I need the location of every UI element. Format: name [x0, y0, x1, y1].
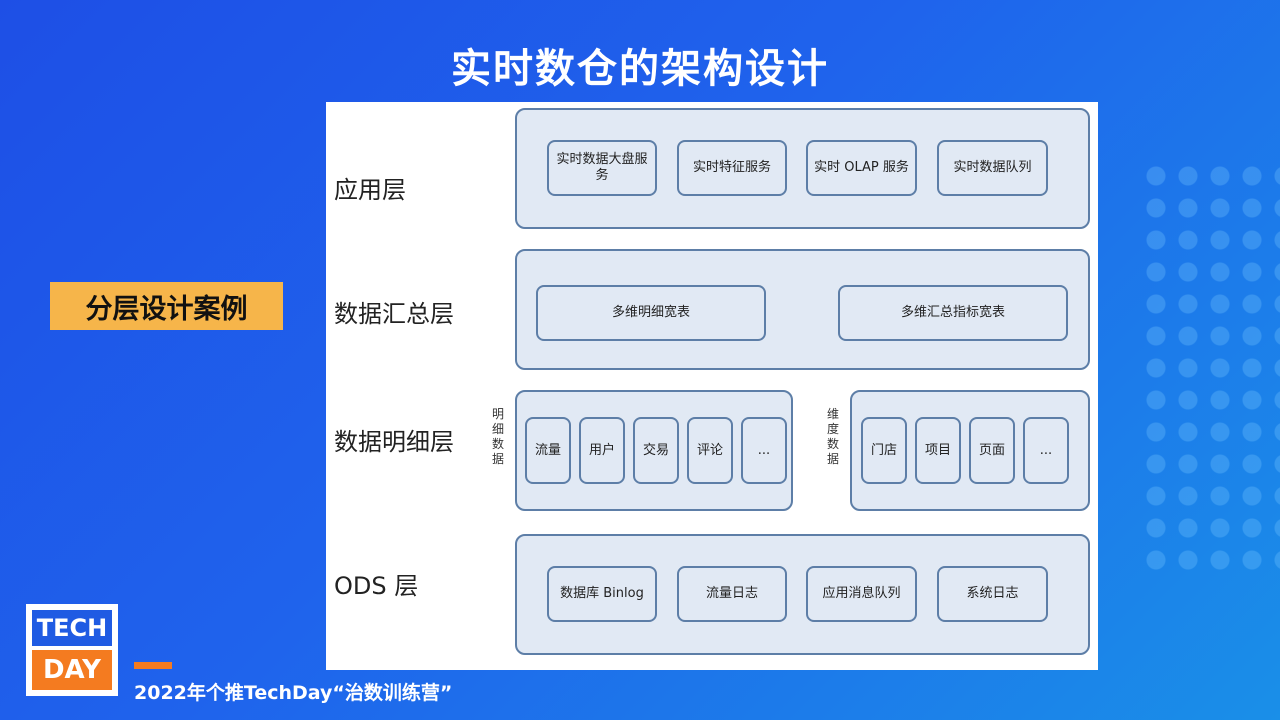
app-item: 实时 OLAP 服务	[806, 140, 917, 196]
app-layer-name: 应用层	[334, 176, 406, 204]
summary-item: 多维汇总指标宽表	[838, 285, 1068, 341]
decorative-dots	[1140, 160, 1280, 580]
ods-item: 系统日志	[937, 566, 1048, 622]
slide-title: 实时数仓的架构设计	[451, 46, 829, 92]
logo-tech-text: TECH	[32, 610, 112, 646]
app-item: 实时特征服务	[677, 140, 787, 196]
detail-item: ...	[741, 417, 787, 484]
app-item: 实时数据大盘服务	[547, 140, 657, 196]
detail-item: 交易	[633, 417, 679, 484]
techday-logo: TECH DAY	[26, 604, 118, 696]
architecture-diagram: 应用层 实时数据大盘服务 实时特征服务 实时 OLAP 服务 实时数据队列 数据…	[326, 102, 1098, 670]
detail-item: 评论	[687, 417, 733, 484]
dimension-item: 项目	[915, 417, 961, 484]
case-label: 分层设计案例	[50, 282, 283, 330]
detail-item: 用户	[579, 417, 625, 484]
ods-item: 应用消息队列	[806, 566, 917, 622]
dimension-item: ...	[1023, 417, 1069, 484]
ods-item: 流量日志	[677, 566, 787, 622]
app-item: 实时数据队列	[937, 140, 1048, 196]
footer-text: 2022年个推TechDay“治数训练营”	[134, 682, 453, 704]
summary-layer-name: 数据汇总层	[334, 300, 454, 328]
ods-item: 数据库 Binlog	[547, 566, 657, 622]
ods-layer-name: ODS 层	[334, 572, 419, 600]
dimension-item: 页面	[969, 417, 1015, 484]
summary-item: 多维明细宽表	[536, 285, 766, 341]
dimension-data-label: 维度数据	[826, 407, 839, 466]
logo-day-text: DAY	[32, 650, 112, 690]
dimension-item: 门店	[861, 417, 907, 484]
detail-layer-name: 数据明细层	[334, 428, 454, 456]
footer-accent-bar	[134, 662, 172, 669]
detail-data-label: 明细数据	[491, 407, 504, 466]
detail-item: 流量	[525, 417, 571, 484]
